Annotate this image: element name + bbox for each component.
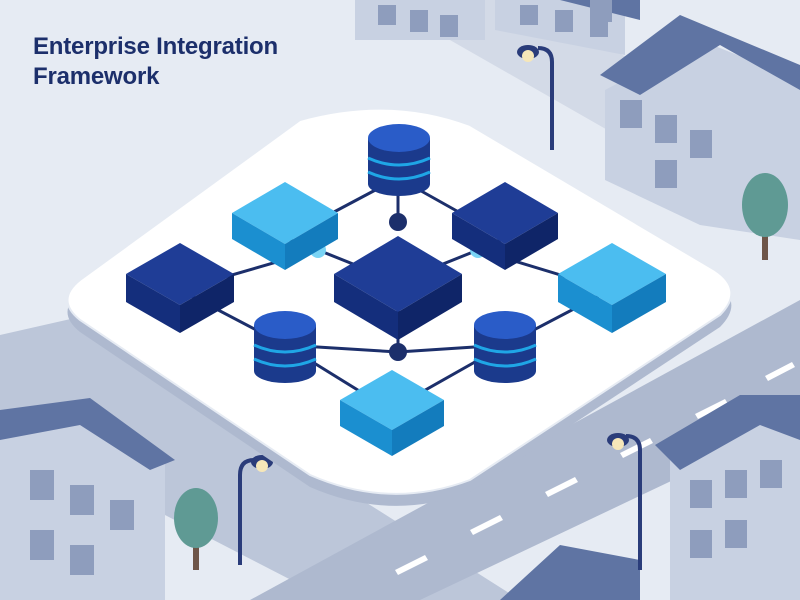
block-upper-right [452, 182, 558, 270]
title-line-1: Enterprise Integration [33, 33, 278, 60]
street-lamp-bottom-right [607, 433, 642, 570]
building-bottom-left [0, 398, 175, 600]
road-lane-markings [395, 362, 795, 575]
block-center [334, 236, 462, 340]
tree-right [742, 173, 788, 260]
block-upper-left [232, 182, 338, 270]
db-right [473, 311, 537, 383]
roof [655, 395, 800, 470]
street-lamp-top [517, 45, 554, 150]
block-right [558, 243, 666, 333]
db-top [367, 124, 431, 196]
roof [0, 398, 175, 470]
junction-dot [389, 343, 407, 361]
block-bottom [340, 370, 444, 456]
title-line-2: Framework [33, 63, 160, 90]
street-lamp-bottom-left [238, 455, 273, 565]
building-bottom-right [500, 395, 800, 600]
junction-dot [389, 213, 407, 231]
roof [600, 15, 800, 95]
buildings-top [355, 0, 640, 55]
page-title: Enterprise Integration Framework [33, 32, 373, 92]
block-left [126, 243, 234, 333]
tree-left [174, 488, 218, 570]
roof-bottom-center [500, 545, 640, 600]
db-left [253, 311, 317, 383]
